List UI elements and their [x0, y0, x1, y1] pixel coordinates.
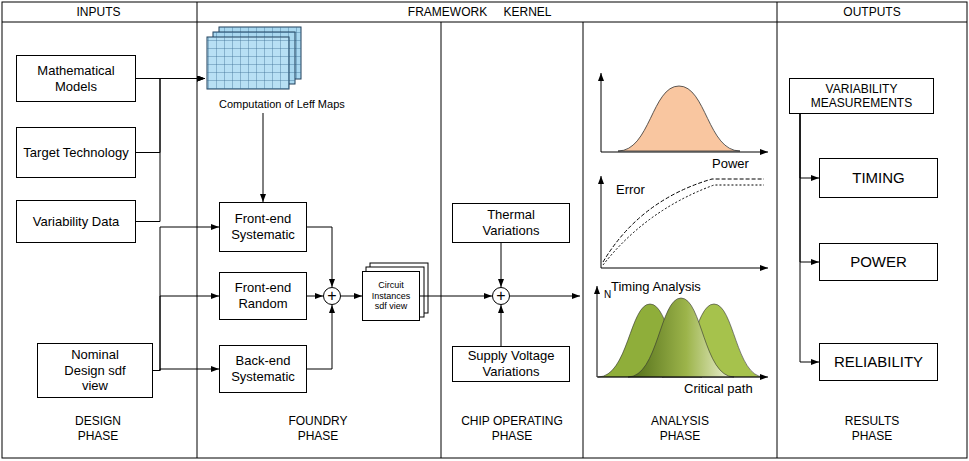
- connector-arrow: [153, 369, 219, 371]
- process-box: Front-end Systematic: [219, 202, 307, 252]
- node-text: TIMING: [852, 169, 905, 187]
- process-box: Circuit Instances sdf view: [362, 271, 420, 321]
- node-text: Front-end Random: [224, 280, 302, 311]
- chart-label: N: [604, 289, 618, 302]
- process-box: VARIABILITY MEASUREMENTS: [789, 78, 934, 114]
- column-header: KERNEL: [495, 5, 560, 20]
- map-sheet: [207, 37, 289, 89]
- phase-label: RESULTS PHASE: [832, 414, 912, 444]
- map-caption-node: Computation of Leff Maps: [205, 25, 400, 113]
- connector-arrow: [307, 227, 332, 287]
- column-header: OUTPUTS: [777, 5, 967, 20]
- phase-label: FOUNDRY PHASE: [278, 414, 358, 444]
- map-grid: [207, 37, 289, 89]
- process-box: Nominal Design sdf view: [37, 343, 153, 398]
- chart-label: Critical path: [684, 381, 774, 397]
- column-divider: [583, 22, 584, 458]
- node-text: Back-end Systematic: [224, 353, 302, 384]
- x-axis: [601, 268, 768, 269]
- column-divider: [777, 2, 778, 458]
- node-text: Variability Data: [33, 214, 119, 230]
- connector-arrow: [307, 305, 332, 369]
- process-box: POWER: [819, 243, 938, 281]
- column-header: FRAMEWORK: [405, 5, 490, 20]
- x-axis: [597, 377, 768, 378]
- node-text: Nominal Design sdf view: [59, 347, 131, 394]
- x-axis: [601, 152, 768, 153]
- sum-junction: +: [323, 287, 341, 305]
- error-chart: [601, 176, 768, 268]
- node-text: Computation of Leff Maps: [219, 98, 345, 111]
- timing-bell: [628, 298, 734, 377]
- node-text: Front-end Systematic: [224, 211, 302, 242]
- node-text: Mathematical Models: [21, 63, 131, 94]
- column-divider: [441, 22, 442, 458]
- connector-arrow: [136, 79, 205, 153]
- column-divider: [197, 2, 198, 458]
- connector-arrow: [420, 296, 492, 297]
- chart-label: Error: [616, 182, 666, 198]
- analysis-arrow: [510, 296, 580, 297]
- process-box: Target Technology: [16, 127, 136, 178]
- chart-label: Power: [712, 156, 772, 172]
- process-box: Mathematical Models: [16, 55, 136, 102]
- timing-chart: [597, 286, 768, 377]
- phase-label: ANALYSIS PHASE: [640, 414, 720, 444]
- process-box: Thermal Variations: [452, 203, 570, 243]
- node-text: Supply Voltage Variations: [457, 348, 565, 379]
- chart-label: Timing Analysis: [611, 279, 726, 295]
- node-text: Target Technology: [23, 145, 128, 161]
- connector-arrow: [501, 305, 502, 346]
- error-curve: [603, 179, 764, 262]
- process-box: Back-end Systematic: [219, 345, 307, 393]
- process-box: Front-end Random: [219, 272, 307, 320]
- connector-arrow: [800, 114, 819, 178]
- y-axis: [601, 176, 602, 268]
- node-text: POWER: [850, 253, 907, 271]
- connector-arrow: [341, 296, 362, 297]
- node-text: Thermal Variations: [457, 207, 565, 238]
- phase-label: CHIP OPERATING PHASE: [452, 414, 572, 444]
- connector-arrow: [153, 296, 219, 371]
- connector-arrow: [307, 296, 323, 297]
- node-text: RELIABILITY: [834, 353, 923, 371]
- y-axis: [601, 73, 602, 152]
- sum-symbol: +: [327, 288, 336, 304]
- process-box: RELIABILITY: [819, 343, 938, 381]
- connector-arrow: [153, 227, 219, 371]
- power-bell: [618, 86, 740, 151]
- header-line: [2, 22, 967, 23]
- connector-arrow: [263, 113, 264, 202]
- y-axis: [597, 286, 598, 377]
- process-box: Variability Data: [16, 200, 136, 243]
- node-text: VARIABILITY MEASUREMENTS: [794, 82, 929, 111]
- process-box: TIMING: [819, 158, 938, 198]
- column-header: INPUTS: [0, 5, 197, 20]
- leff-map-illustration: [207, 27, 301, 89]
- phase-label: DESIGN PHASE: [63, 414, 133, 444]
- power-chart: [601, 73, 768, 152]
- process-box: Supply Voltage Variations: [452, 346, 570, 382]
- sum-symbol: +: [496, 288, 505, 304]
- connector-arrow: [501, 243, 502, 287]
- connector-arrow: [136, 79, 205, 222]
- sum-junction: +: [492, 287, 510, 305]
- connector-arrow: [800, 114, 819, 262]
- connector-arrow: [800, 114, 819, 362]
- node-text: Circuit Instances sdf view: [367, 280, 415, 312]
